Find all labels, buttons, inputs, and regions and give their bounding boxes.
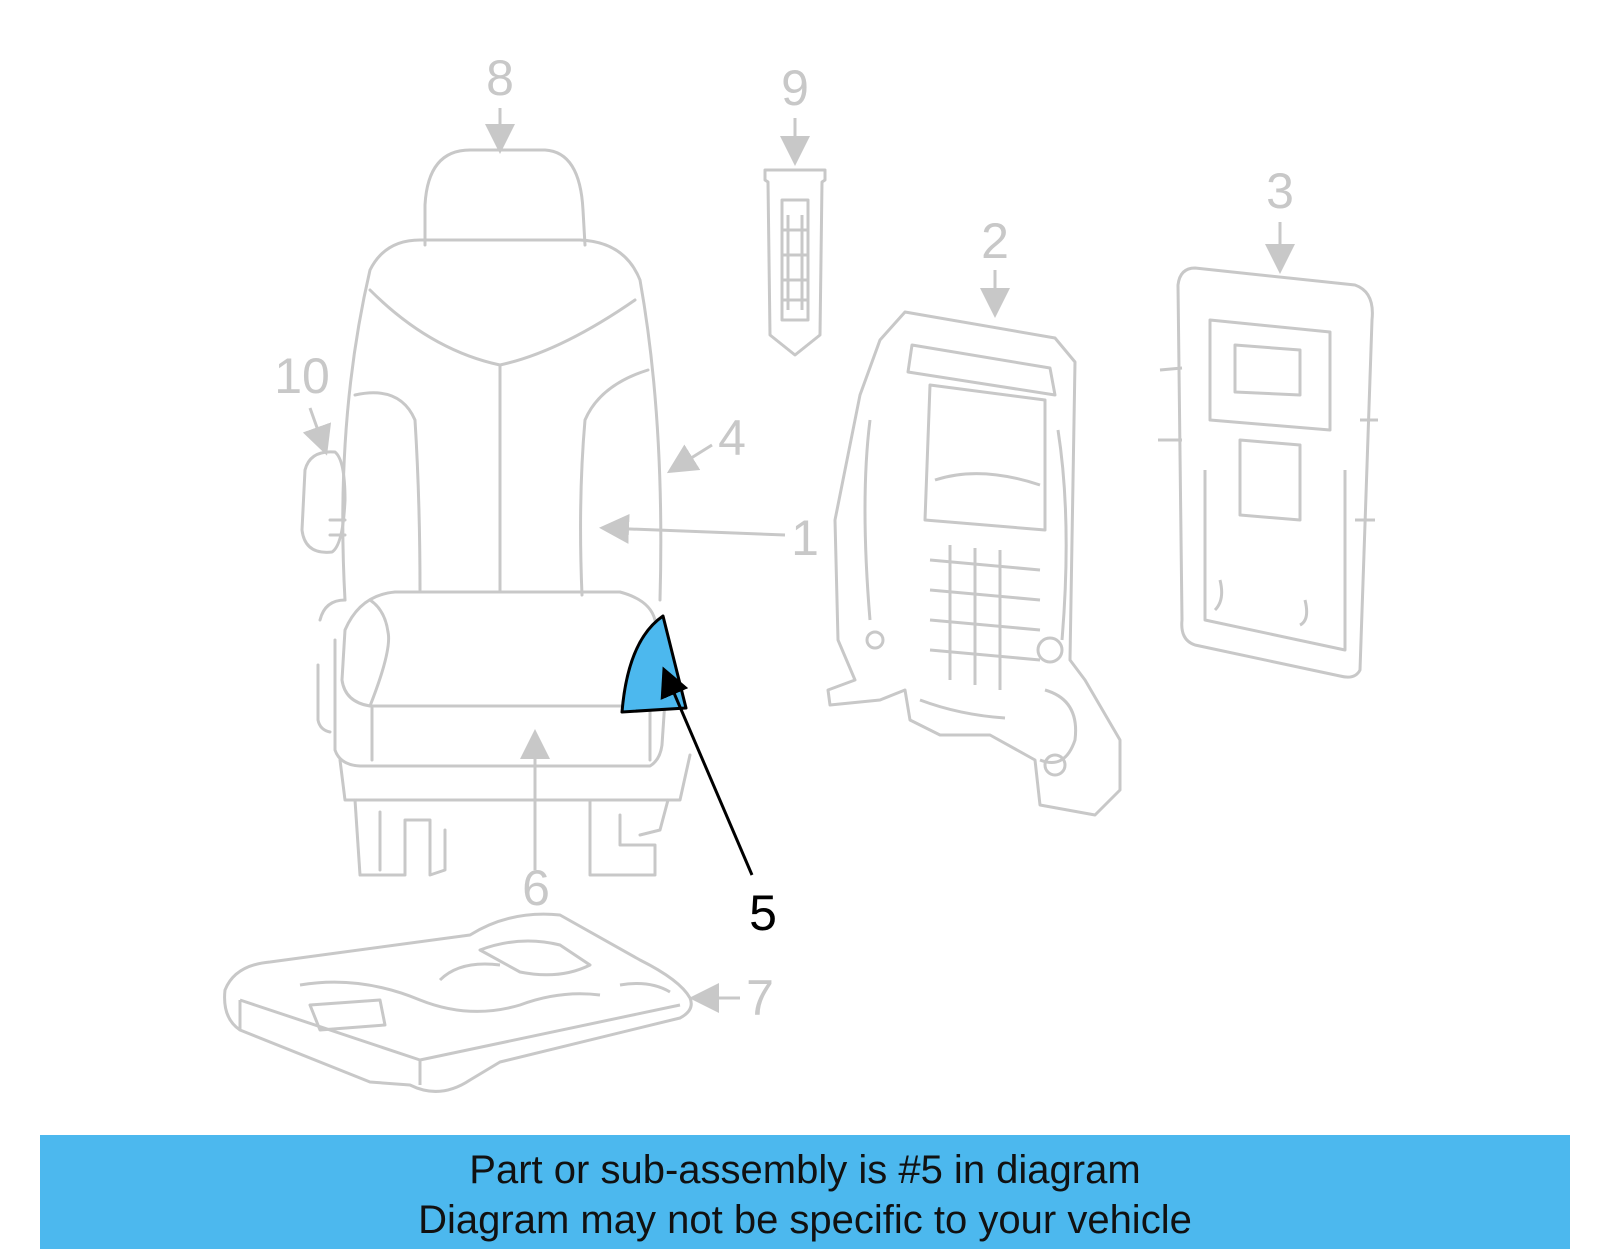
banner-line-disclaimer: Diagram may not be specific to your vehi… [418, 1198, 1192, 1242]
headrest-shape [423, 148, 587, 247]
leader-lines [302, 108, 1295, 1013]
banner-line-part: Part or sub-assembly is #5 in diagram [469, 1148, 1141, 1192]
seat-back-shape [341, 238, 663, 602]
callout-10: 10 [274, 348, 330, 404]
info-banner: Part or sub-assembly is #5 in diagram Di… [40, 1135, 1570, 1249]
callout-labels: 8 9 2 3 10 4 1 6 7 5 [274, 50, 1294, 1026]
leader-10 [302, 407, 332, 456]
callout-8: 8 [486, 50, 514, 106]
part-2-drawing [826, 310, 1122, 817]
seat-assembly-drawing [300, 148, 692, 877]
callout-5[interactable]: 5 [749, 885, 777, 941]
seat-cushion-shape [340, 590, 674, 708]
leader-4 [666, 443, 713, 474]
callout-1: 1 [791, 510, 819, 566]
part-3-drawing [1158, 266, 1378, 679]
callout-7: 7 [746, 970, 774, 1026]
callout-6: 6 [522, 860, 550, 916]
callout-4: 4 [718, 410, 746, 466]
callout-2: 2 [981, 213, 1009, 269]
callout-9: 9 [781, 60, 809, 116]
part-7-drawing [223, 912, 693, 1093]
callout-3: 3 [1266, 163, 1294, 219]
leader-5 [660, 666, 754, 876]
recliner-handle-shape [300, 450, 347, 554]
leader-1 [599, 513, 786, 544]
parts-diagram: 8 9 2 3 10 4 1 6 7 5 [223, 50, 1378, 1093]
part-9-drawing [763, 168, 827, 357]
